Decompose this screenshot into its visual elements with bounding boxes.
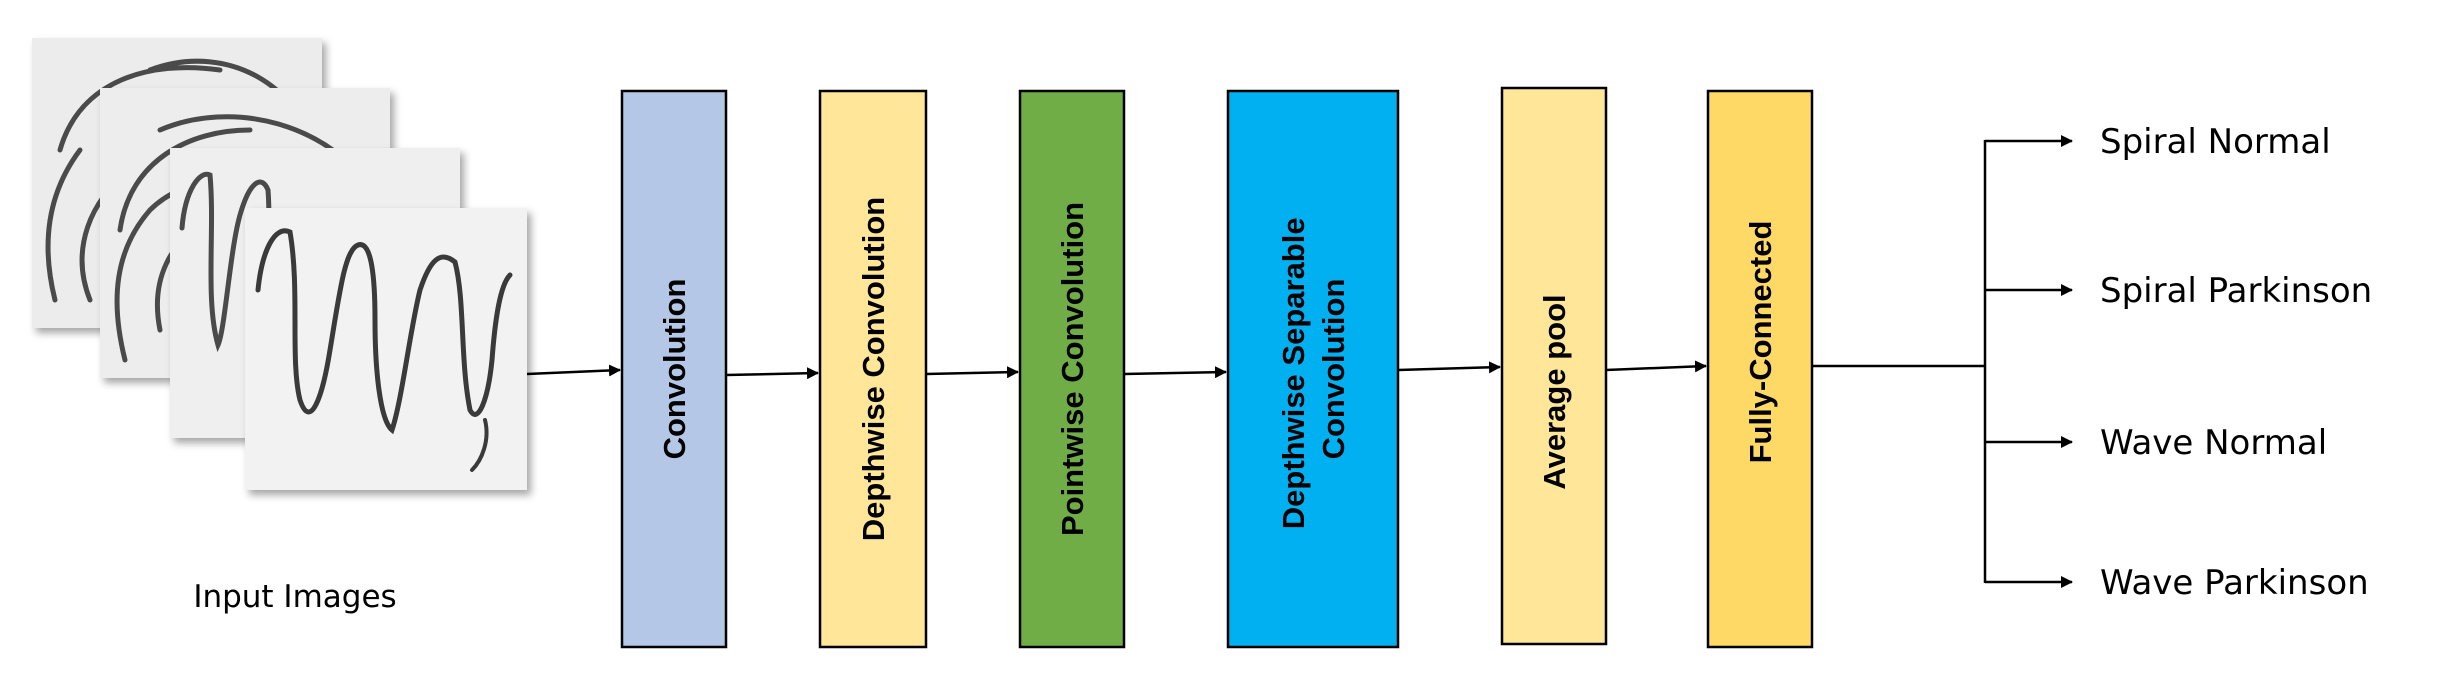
output-labels: Spiral Normal Spiral Parkinson Wave Norm… [2100,122,2372,603]
layer-convolution-box [620,89,728,649]
layer-depthwise-convolution-label-line-1: Depthwise Convolution [856,197,891,541]
layer-depthwise-separable-convolution-label: Depthwise Separable Convolution [1276,209,1351,529]
layer-pointwise-convolution-box [1018,89,1126,649]
input-images-stack [32,38,527,490]
layer-depthwise-convolution-box [818,89,928,649]
connector-arrows [526,360,1707,380]
input-images-label: Input Images [193,579,396,615]
arrow-input-to-convolution [526,364,621,377]
output-label-wave-normal: Wave Normal [2100,423,2327,463]
layer-convolution-label: Convolution [657,279,692,460]
arrow-avgpool-to-fc [1605,360,1707,373]
output-branches [1812,135,2073,588]
arrow-convolution-to-depthwise [725,367,819,380]
layer-pointwise-convolution: Pointwise Convolution [1018,89,1126,649]
layer-depthwise-convolution-label: Depthwise Convolution [856,197,891,541]
layer-depthwise-convolution: Depthwise Convolution [818,89,928,649]
layer-fully-connected-label-line-1: Fully-Connected [1743,221,1778,464]
layer-depthwise-separable-convolution-label-line-1: Depthwise Separable [1276,217,1311,529]
layer-convolution: Convolution [620,89,728,649]
layer-depthwise-separable-convolution-box [1226,89,1400,649]
layer-pointwise-convolution-label-line-1: Pointwise Convolution [1055,202,1090,536]
arrow-pointwise-to-separable [1123,366,1227,379]
output-label-spiral-parkinson: Spiral Parkinson [2100,271,2372,311]
layer-blocks: Convolution Depthwise Convolution Pointw… [620,86,1814,649]
layer-convolution-label-line-1: Convolution [657,279,692,460]
layer-depthwise-separable-convolution-label-line-2: Convolution [1316,279,1351,460]
wave-image-2 [245,208,527,490]
layer-average-pool-box [1500,86,1608,646]
layer-fully-connected-label: Fully-Connected [1743,221,1778,464]
layer-pointwise-convolution-label: Pointwise Convolution [1055,202,1090,536]
layer-average-pool-label: Average pool [1537,294,1572,489]
layer-fully-connected-box [1706,89,1814,649]
layer-depthwise-separable-convolution: Depthwise Separable Convolution [1226,89,1400,649]
layer-average-pool: Average pool [1500,86,1608,646]
layer-average-pool-label-line-1: Average pool [1537,294,1572,489]
output-label-spiral-normal: Spiral Normal [2100,122,2331,162]
output-label-wave-parkinson: Wave Parkinson [2100,563,2369,603]
arrow-separable-to-avgpool [1397,361,1501,374]
arrow-depthwise-to-pointwise [925,366,1019,379]
layer-fully-connected: Fully-Connected [1706,89,1814,649]
